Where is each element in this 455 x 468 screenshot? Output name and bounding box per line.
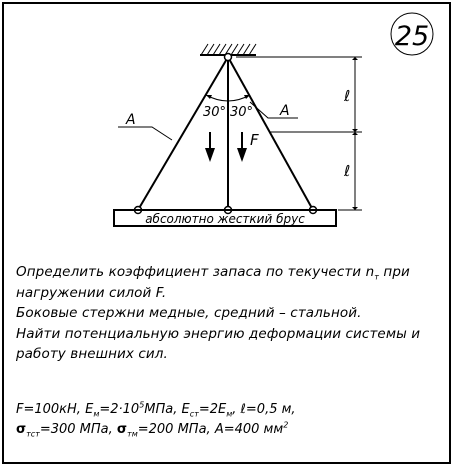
left-rod-leader: [118, 126, 173, 141]
e-copper-symbol: E: [85, 402, 94, 417]
angle-arrow-left: [206, 95, 212, 99]
sigma-steel-sub: тст: [26, 429, 40, 439]
e-steel-value: =2E: [198, 402, 227, 417]
force-label: F: [250, 131, 259, 149]
problem-line-1: Определить коэффициент запаса по текучес…: [16, 262, 441, 283]
left-rod: [137, 56, 229, 211]
length-bottom-label: ℓ: [343, 162, 350, 180]
given-sigma-steel: σтст=300 МПа,: [16, 422, 113, 439]
e-copper-value: =2·10: [99, 402, 140, 417]
angle-right-label: 30°: [230, 105, 253, 120]
e-steel-sub: ст: [189, 409, 199, 419]
beam-label: абсолютно жесткий брус: [145, 212, 305, 226]
e-copper-unit: МПа,: [144, 402, 178, 417]
problem-line-1-text: Определить коэффициент запаса по текучес…: [16, 264, 375, 280]
e-copper-exp: 5: [139, 400, 145, 410]
right-rod-leader: [249, 101, 298, 119]
problem-line-2: нагружении силой F.: [16, 284, 167, 301]
problem-card: [2, 2, 451, 464]
sigma-steel-value: =300 МПа,: [39, 422, 113, 437]
sigma-copper-sub: тм: [127, 429, 138, 439]
top-pin: [223, 52, 233, 62]
sigma-copper-symbol: σ: [116, 422, 128, 437]
problem-line-3: Боковые стержни медные, средний – стальн…: [16, 305, 362, 321]
force-arrow-right: [237, 132, 247, 162]
given-force: F=100кН,: [16, 402, 81, 417]
e-copper-sub: м: [93, 409, 100, 419]
sigma-copper-value: =200 МПа,: [137, 422, 211, 437]
angle-arrow-right: [244, 95, 250, 99]
given-area: A=400 мм2: [214, 420, 289, 437]
area-value: A=400 мм: [214, 422, 284, 437]
right-rod: [227, 56, 314, 211]
e-steel-comma: ,: [232, 402, 237, 417]
e-steel-symbol: E: [181, 402, 190, 417]
problem-line-4: Найти потенциальную энергию деформации с…: [16, 325, 421, 342]
sigma-steel-symbol: σ: [16, 422, 27, 437]
given-line-1: F=100кН, Eм=2·105МПа, Eст=2Eм, ℓ=0,5 м,: [16, 400, 441, 420]
dimension-lines: [236, 56, 362, 211]
given-line-2: σтст=300 МПа, σтм=200 МПа, A=400 мм2: [16, 420, 441, 440]
problem-number-circle: [390, 12, 434, 56]
problem-line-1-sub: т: [374, 272, 379, 282]
given-e-copper: Eм=2·105МПа,: [85, 400, 178, 419]
problem-line-5: работу внешних сил.: [16, 346, 168, 362]
given-e-steel: Eст=2Eм,: [181, 402, 237, 419]
given-sigma-copper: σтм=200 МПа,: [116, 422, 211, 439]
problem-statement: Определить коэффициент запаса по текучес…: [16, 262, 441, 365]
e-steel-sub2: м: [226, 409, 233, 419]
rigid-beam: [113, 209, 337, 227]
problem-number: 25: [395, 21, 429, 52]
problem-line-1-end: при: [379, 264, 410, 280]
force-arrow-left: [205, 132, 215, 162]
angle-left-label: 30°: [203, 105, 226, 120]
left-rod-label: A: [125, 112, 136, 128]
area-exp: 2: [283, 420, 289, 430]
right-rod-label: A: [279, 103, 290, 119]
length-top-label: ℓ: [343, 87, 350, 105]
given-length: ℓ=0,5 м,: [240, 402, 296, 417]
given-data: F=100кН, Eм=2·105МПа, Eст=2Eм, ℓ=0,5 м, …: [16, 400, 441, 440]
